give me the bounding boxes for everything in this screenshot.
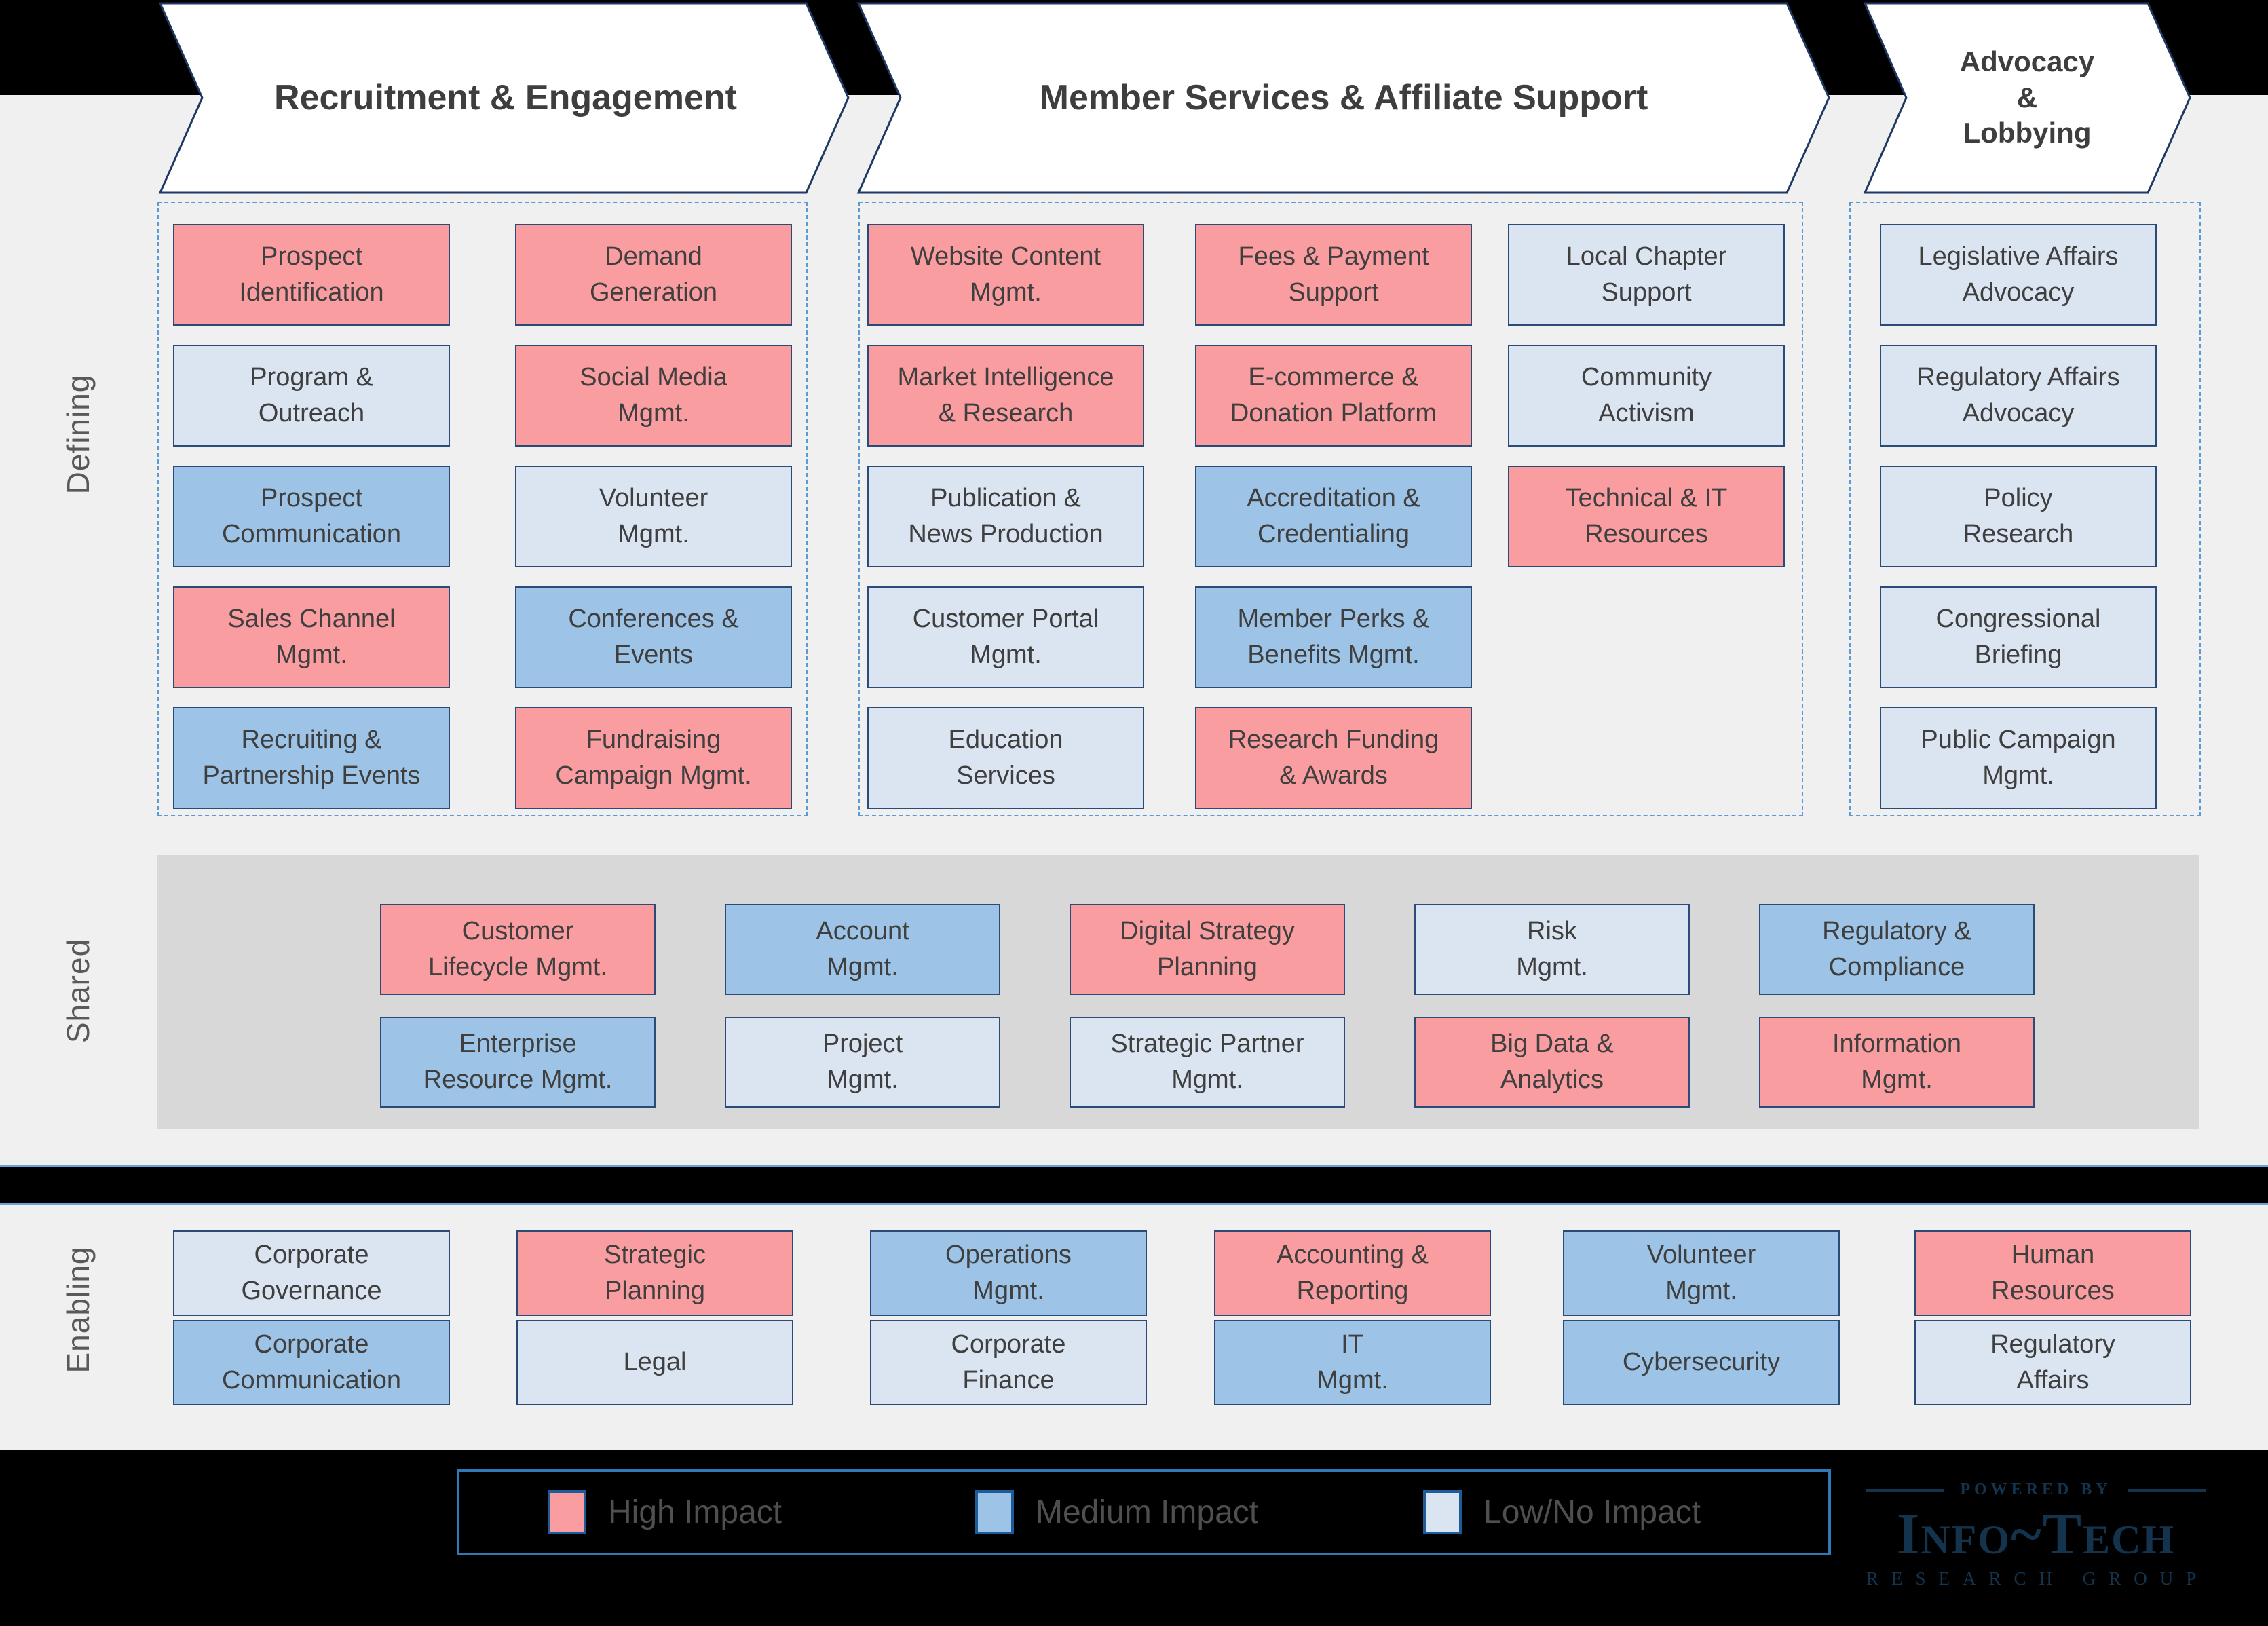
- capability-box: Program & Outreach: [173, 345, 450, 447]
- legend-label: Medium Impact: [1036, 1494, 1259, 1530]
- row-label-defining: Defining: [60, 374, 96, 495]
- capability-box: Corporate Governance: [173, 1230, 450, 1316]
- capability-box: Sales Channel Mgmt.: [173, 586, 450, 688]
- legend-item-low: Low/No Impact: [1423, 1472, 1701, 1553]
- capability-box: Regulatory Affairs: [1914, 1320, 2191, 1405]
- enabling-column: Volunteer Mgmt.Cybersecurity: [1563, 1230, 1840, 1405]
- impact-legend: High Impact Medium Impact Low/No Impact: [457, 1469, 1831, 1555]
- chevron-shape-recruitment: [158, 2, 850, 194]
- header-arrows: [158, 2, 2191, 194]
- capability-box: Strategic Partner Mgmt.: [1070, 1017, 1345, 1108]
- legend-item-medium: Medium Impact: [975, 1472, 1258, 1553]
- capability-box: Account Mgmt.: [725, 904, 1000, 995]
- capability-box: Legal: [516, 1320, 793, 1405]
- capability-box: Recruiting & Partnership Events: [173, 707, 450, 809]
- capability-box: Prospect Communication: [173, 466, 450, 567]
- capability-box: Legislative Affairs Advocacy: [1880, 224, 2157, 326]
- capability-box: Customer Lifecycle Mgmt.: [380, 904, 656, 995]
- row-label-shared: Shared: [60, 938, 96, 1044]
- high-impact-swatch: [548, 1490, 586, 1534]
- logo-powered-by-text: POWERED BY: [1960, 1481, 2112, 1498]
- capability-box: Fundraising Campaign Mgmt.: [515, 707, 792, 809]
- capability-box: Social Media Mgmt.: [515, 345, 792, 447]
- capability-box: Market Intelligence & Research: [867, 345, 1144, 447]
- capability-box: IT Mgmt.: [1214, 1320, 1491, 1405]
- capability-box: Education Services: [867, 707, 1144, 809]
- capability-box: Operations Mgmt.: [870, 1230, 1147, 1316]
- shared-column: Risk Mgmt. Big Data & Analytics: [1414, 904, 1690, 1108]
- logo-rule-left: [1866, 1488, 1944, 1492]
- capability-box: Policy Research: [1880, 466, 2157, 567]
- capability-box: Conferences & Events: [515, 586, 792, 688]
- group-container-advocacy: [1849, 202, 2201, 816]
- capability-box: Volunteer Mgmt.: [515, 466, 792, 567]
- separator-band: [0, 1165, 2268, 1205]
- capability-box: Community Activism: [1508, 345, 1785, 447]
- group-container-member-services: [858, 202, 1803, 816]
- capability-box: Accreditation & Credentialing: [1195, 466, 1472, 567]
- medium-impact-swatch: [975, 1490, 1014, 1534]
- legend-item-high: High Impact: [548, 1472, 782, 1553]
- capability-box: Publication & News Production: [867, 466, 1144, 567]
- defining-column: Website Content Mgmt. Market Intelligence…: [867, 224, 1144, 809]
- capability-box: Corporate Communication: [173, 1320, 450, 1405]
- legend-label: High Impact: [608, 1494, 782, 1530]
- capability-box: Accounting & Reporting: [1214, 1230, 1491, 1316]
- capability-box: Demand Generation: [515, 224, 792, 326]
- row-label-enabling: Enabling: [60, 1246, 96, 1374]
- capability-box: E-commerce & Donation Platform: [1195, 345, 1472, 447]
- header-member-services: Member Services & Affiliate Support: [1039, 77, 1648, 117]
- capability-box: Volunteer Mgmt.: [1563, 1230, 1840, 1316]
- capability-box: Project Mgmt.: [725, 1017, 1000, 1108]
- logo-tagline: RESEARCH GROUP: [1866, 1568, 2210, 1589]
- capability-box: Congressional Briefing: [1880, 586, 2157, 688]
- capability-box: Public Campaign Mgmt.: [1880, 707, 2157, 809]
- capability-box: Cybersecurity: [1563, 1320, 1840, 1405]
- capability-box: Digital Strategy Planning: [1070, 904, 1345, 995]
- capability-box: Human Resources: [1914, 1230, 2191, 1316]
- capability-box: Prospect Identification: [173, 224, 450, 326]
- enabling-column: Operations Mgmt.Corporate Finance: [870, 1230, 1147, 1405]
- header-advocacy-lobbying: Advocacy & Lobbying: [1959, 45, 2095, 149]
- capability-box: Information Mgmt.: [1759, 1017, 2035, 1108]
- capability-box: Website Content Mgmt.: [867, 224, 1144, 326]
- group-container-recruitment: [157, 202, 808, 816]
- logo-name: Info~Tech: [1896, 1501, 2176, 1566]
- chevron-shape-advocacy: [1863, 2, 2191, 194]
- header-recruitment-engagement: Recruitment & Engagement: [274, 77, 737, 117]
- capability-box: Regulatory Affairs Advocacy: [1880, 345, 2157, 447]
- capability-box: Technical & IT Resources: [1508, 466, 1785, 567]
- capability-box: Customer Portal Mgmt.: [867, 586, 1144, 688]
- capability-box: Enterprise Resource Mgmt.: [380, 1017, 656, 1108]
- logo-powered-by-row: POWERED BY: [1866, 1481, 2206, 1499]
- bottom-band: High Impact Medium Impact Low/No Impact …: [0, 1450, 2268, 1626]
- capability-box: Fees & Payment Support: [1195, 224, 1472, 326]
- capability-box: Local Chapter Support: [1508, 224, 1785, 326]
- capability-box: Research Funding & Awards: [1195, 707, 1472, 809]
- capability-box: Risk Mgmt.: [1414, 904, 1690, 995]
- shared-column: Account Mgmt. Project Mgmt.: [725, 904, 1000, 1108]
- capability-box: Regulatory & Compliance: [1759, 904, 2035, 995]
- capability-box: Strategic Planning: [516, 1230, 793, 1316]
- legend-label: Low/No Impact: [1483, 1494, 1701, 1530]
- shared-column: Customer Lifecycle Mgmt. Enterprise Resou…: [380, 904, 656, 1108]
- capability-box: Big Data & Analytics: [1414, 1017, 1690, 1108]
- info-tech-logo: POWERED BY Info~Tech RESEARCH GROUP: [1866, 1481, 2206, 1589]
- logo-rule-right: [2128, 1488, 2206, 1492]
- capability-box: Corporate Finance: [870, 1320, 1147, 1405]
- chevron-shape-member-services: [856, 2, 1830, 194]
- capability-box: Member Perks & Benefits Mgmt.: [1195, 586, 1472, 688]
- low-impact-swatch: [1423, 1490, 1462, 1534]
